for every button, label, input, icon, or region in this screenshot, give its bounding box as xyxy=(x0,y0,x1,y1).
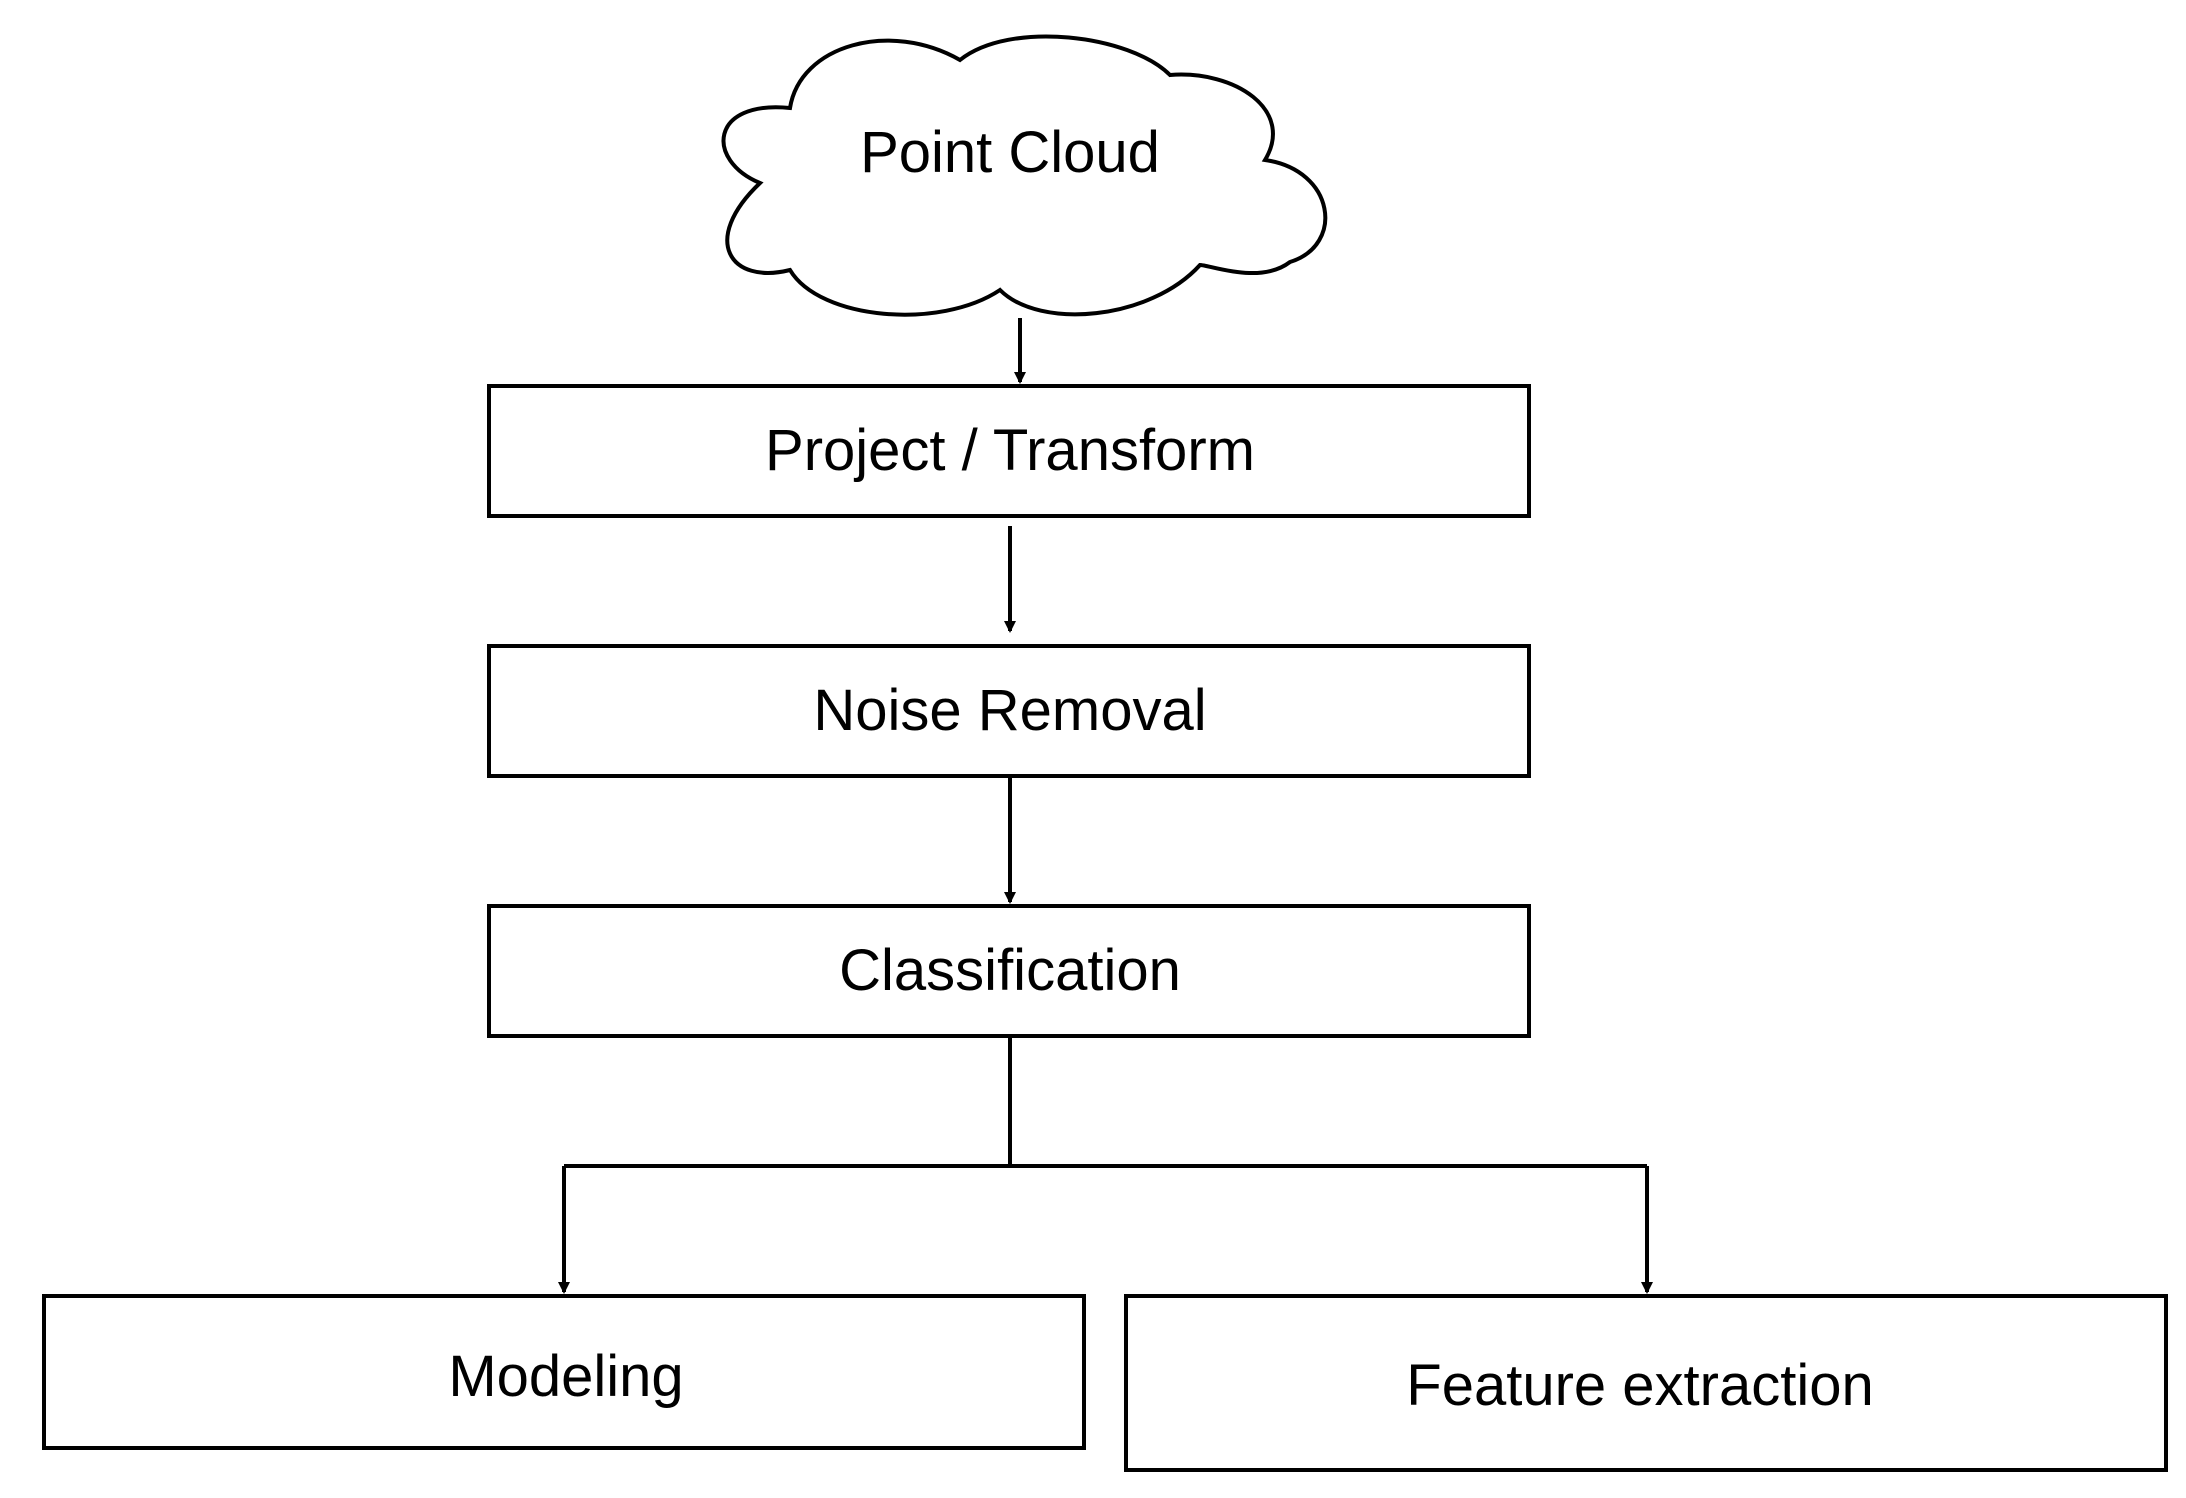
cloud-shape xyxy=(721,34,1328,317)
classification-label: Classification xyxy=(839,938,1181,1003)
modeling-label: Modeling xyxy=(448,1344,683,1409)
feature-extraction-box xyxy=(1124,1294,2168,1472)
point-cloud-label: Point Cloud xyxy=(860,120,1160,185)
feature-extraction-node: Feature extraction xyxy=(1124,1294,2168,1472)
project-transform-node: Project / Transform xyxy=(487,384,1531,518)
feature-extraction-label: Feature extraction xyxy=(1406,1353,1873,1418)
noise-removal-label: Noise Removal xyxy=(813,678,1206,743)
point-cloud-node: Point Cloud xyxy=(721,34,1328,317)
noise-removal-node: Noise Removal xyxy=(487,644,1531,778)
modeling-node: Modeling xyxy=(42,1294,1086,1450)
modeling-box xyxy=(42,1294,1086,1450)
classification-box xyxy=(487,904,1531,1038)
project-transform-box xyxy=(487,384,1531,518)
classification-node: Classification xyxy=(487,904,1531,1038)
project-transform-label: Project / Transform xyxy=(765,418,1255,483)
